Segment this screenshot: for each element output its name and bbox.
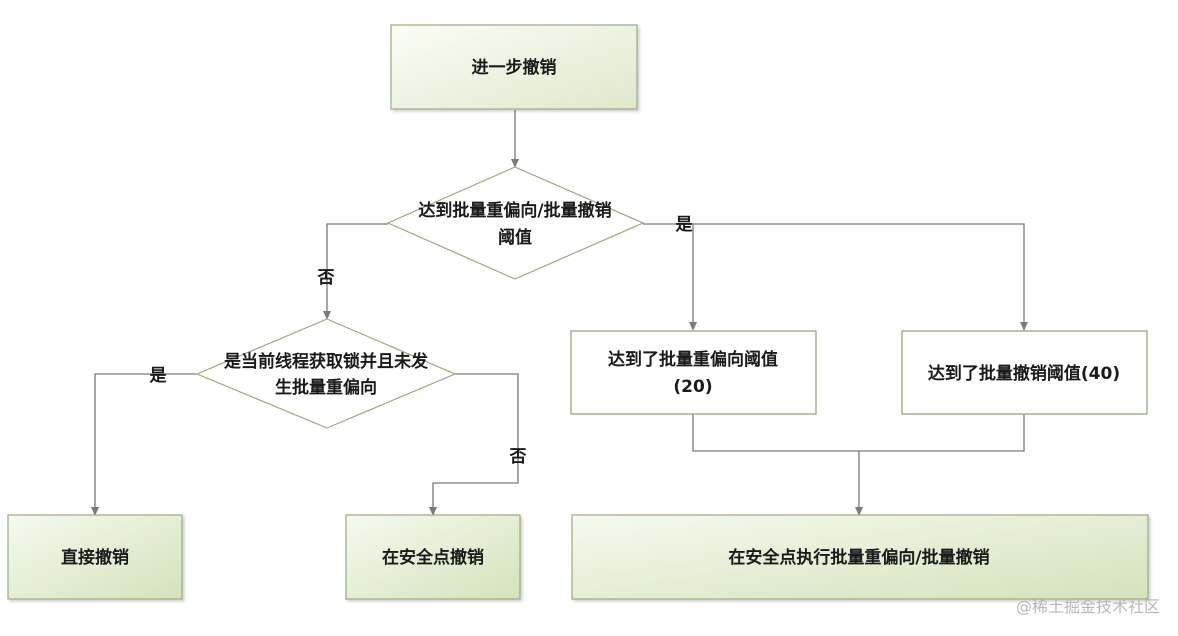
- node-direct-revoke: 直接撤销: [7, 514, 183, 600]
- label-thread-no: 否: [509, 447, 527, 467]
- edge-threshold-yes-rebias: [643, 223, 697, 331]
- label-thread-yes: 是: [150, 366, 167, 386]
- label-threshold-yes: 是: [676, 215, 693, 235]
- node-safepoint-revoke: 在安全点撤销: [345, 514, 521, 600]
- node-safepoint-revoke-label: 在安全点撤销: [382, 547, 484, 568]
- decision-thread: 是当前线程获取锁并且未发 生批量重偏向: [195, 318, 457, 429]
- node-rebias-threshold-line2: (20): [673, 377, 712, 397]
- edge-thread-yes: [91, 373, 197, 516]
- edge-threshold-no: [323, 223, 388, 320]
- decision-threshold-line1: 达到批量重偏向/批量撤销: [418, 200, 611, 221]
- node-further-revoke-label: 进一步撤销: [472, 57, 557, 78]
- node-safepoint-bulk-label: 在安全点执行批量重偏向/批量撤销: [728, 547, 989, 568]
- node-further-revoke: 进一步撤销: [390, 24, 638, 110]
- decision-thread-line2: 生批量重偏向: [275, 377, 377, 398]
- edge-threshold-yes-revoke: [693, 223, 1028, 331]
- label-threshold-no: 否: [317, 268, 335, 288]
- node-direct-revoke-label: 直接撤销: [61, 547, 129, 568]
- node-revoke-threshold: 达到了批量撤销阈值(40): [901, 330, 1148, 415]
- watermark: @稀土掘金技术社区: [1016, 597, 1160, 616]
- node-rebias-threshold: 达到了批量重偏向阈值 (20): [570, 330, 817, 415]
- decision-thread-line1: 是当前线程获取锁并且未发: [224, 351, 429, 372]
- node-rebias-threshold-line1: 达到了批量重偏向阈值: [608, 349, 778, 370]
- decision-threshold-line2: 阈值: [498, 227, 532, 248]
- edge-rebias-merge: [692, 414, 1025, 452]
- connectors: [91, 110, 1028, 516]
- edge-thread-no: [429, 373, 519, 516]
- decision-threshold: 达到批量重偏向/批量撤销 阈值: [386, 166, 645, 280]
- node-revoke-threshold-label: 达到了批量撤销阈值(40): [928, 363, 1120, 384]
- node-safepoint-bulk: 在安全点执行批量重偏向/批量撤销: [571, 514, 1149, 600]
